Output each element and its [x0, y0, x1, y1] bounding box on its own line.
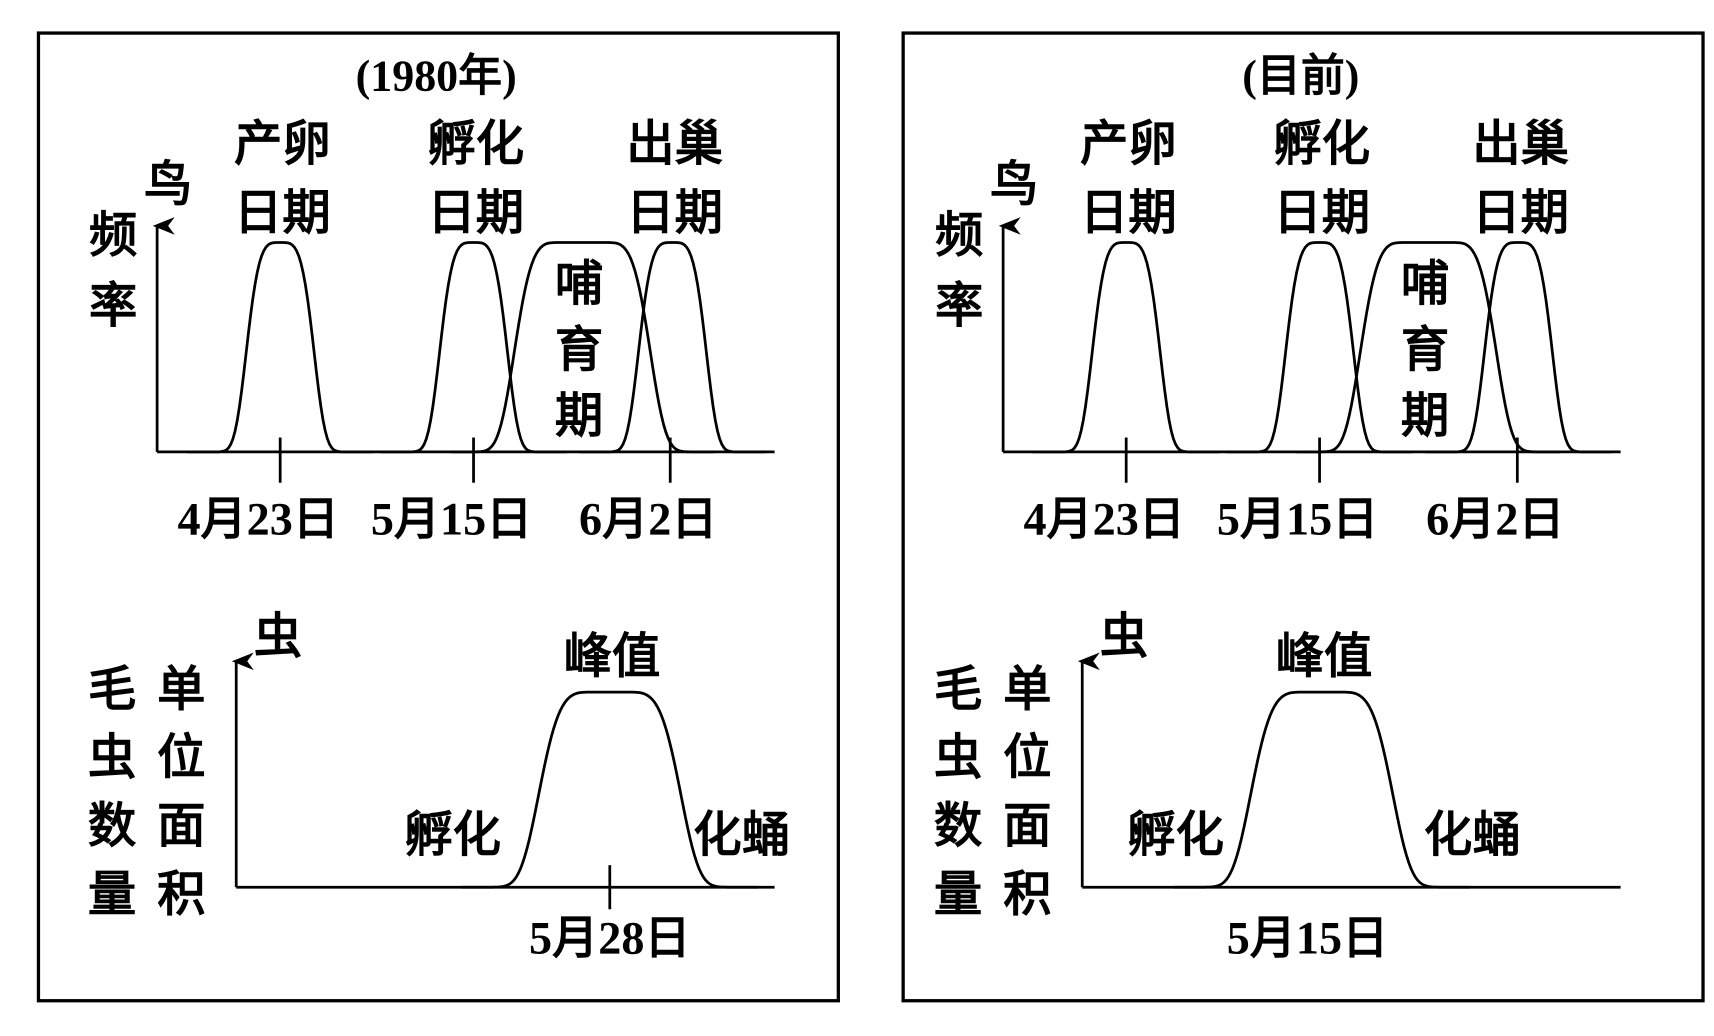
y-label-char: 面 [1003, 800, 1051, 853]
date-label: 5月15日 [371, 493, 532, 544]
phase-label: 日期 [1080, 187, 1177, 240]
y-label-char: 率 [935, 279, 983, 333]
peak-label: 峰值 [564, 629, 661, 683]
y-label-char: 频 [89, 208, 137, 262]
date-label: 6月2日 [1426, 493, 1564, 544]
y-label-char: 虫 [88, 731, 136, 785]
y-label-char: 位 [157, 731, 205, 785]
y-label-char: 虫 [934, 731, 982, 785]
y-label-char: 虫 [1100, 609, 1148, 663]
frequency-curve [1425, 241, 1612, 454]
phase-label: 出巢 [1472, 117, 1569, 171]
date-label: 6月2日 [579, 493, 717, 544]
date-label: 4月23日 [1023, 493, 1184, 544]
frequency-curve [579, 241, 766, 454]
y-label-char: 单 [157, 662, 205, 716]
hatch-label: 孵化 [404, 808, 501, 862]
caterpillar-curve [461, 690, 759, 889]
frequency-curve [186, 241, 374, 454]
panel-1: (目前)鸟频率4月23日产卵日期5月15日孵化日期6月2日出巢日期哺育期虫毛单虫… [901, 31, 1705, 1003]
y-label-char: 毛 [934, 662, 982, 716]
phase-label: 产卵 [234, 117, 331, 171]
brood-curve [450, 241, 715, 454]
panel-title: (目前) [1242, 51, 1359, 100]
panel-border [901, 31, 1705, 1003]
y-label-char: 积 [1003, 868, 1051, 921]
y-label-char: 毛 [88, 662, 136, 716]
y-label-char: 面 [157, 800, 205, 853]
brood-label: 期 [555, 390, 603, 443]
hatch-label: 孵化 [1127, 808, 1224, 862]
phase-label: 产卵 [1080, 117, 1177, 171]
peak-label: 峰值 [1276, 629, 1373, 683]
phase-label: 日期 [1273, 187, 1370, 240]
y-label-char: 鸟 [144, 158, 192, 212]
pupate-label: 化蛹 [1424, 808, 1521, 862]
y-label-char: 积 [157, 868, 205, 921]
phase-label: 日期 [1472, 187, 1569, 240]
caterpillar-curve [1173, 690, 1471, 889]
y-label-char: 率 [89, 279, 137, 333]
brood-label: 育 [555, 323, 603, 377]
frequency-curve [1032, 241, 1220, 454]
panel-0: (1980年)鸟频率4月23日产卵日期5月15日孵化日期6月2日出巢日期哺育期虫… [36, 31, 840, 1003]
y-label-char: 数 [88, 799, 137, 853]
date-label: 4月23日 [177, 493, 338, 544]
y-label-char: 单 [1003, 662, 1051, 716]
brood-label: 哺 [1401, 257, 1449, 311]
panel-border [36, 31, 840, 1003]
brood-curve [1296, 241, 1561, 454]
pupate-label: 化蛹 [693, 808, 790, 862]
peak-date-label: 5月28日 [529, 912, 690, 963]
y-label-char: 虫 [254, 609, 302, 663]
phase-label: 日期 [626, 187, 723, 240]
y-label-char: 鸟 [990, 158, 1038, 212]
y-label-char: 数 [934, 799, 983, 853]
brood-label: 期 [1401, 390, 1449, 443]
frequency-curve [380, 241, 567, 454]
panel-title: (1980年) [356, 51, 517, 100]
phase-label: 孵化 [427, 117, 524, 171]
y-label-char: 频 [935, 208, 983, 262]
brood-label: 哺 [555, 257, 603, 311]
y-label-char: 位 [1003, 731, 1051, 785]
phase-label: 出巢 [626, 117, 723, 171]
y-label-char: 量 [88, 868, 136, 921]
phase-label: 日期 [234, 187, 331, 240]
phase-label: 日期 [427, 187, 524, 240]
date-label: 5月15日 [1217, 493, 1378, 544]
phase-label: 孵化 [1273, 117, 1370, 171]
peak-date-label: 5月15日 [1227, 912, 1388, 963]
y-label-char: 量 [934, 868, 982, 921]
frequency-curve [1226, 241, 1413, 454]
brood-label: 育 [1401, 323, 1449, 377]
